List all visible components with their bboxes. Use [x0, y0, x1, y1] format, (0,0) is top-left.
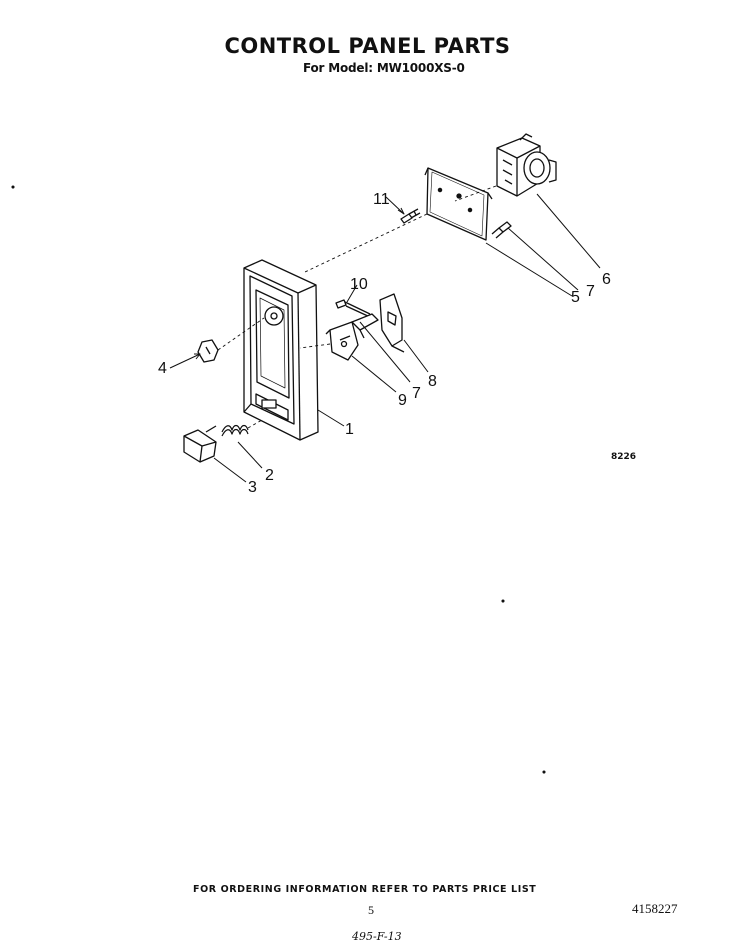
- clip-9: [325, 321, 359, 361]
- bracket-7: [351, 313, 379, 339]
- callout-2: 2: [265, 467, 274, 484]
- callout-10: 10: [350, 276, 368, 293]
- timer-part: [496, 133, 557, 197]
- callout-5: 5: [571, 289, 580, 306]
- button-3: [183, 425, 217, 463]
- callout-3: 3: [248, 479, 257, 496]
- page-title: CONTROL PANEL PARTS: [224, 34, 511, 58]
- screw-10: [335, 299, 371, 318]
- callout-9: 9: [398, 392, 407, 409]
- callout-4: 4: [158, 360, 167, 377]
- mounting-plate: [424, 167, 493, 241]
- diagram-reference-code: 8226: [611, 452, 636, 462]
- callout-11: 11: [373, 191, 390, 208]
- callout-8: 8: [428, 373, 437, 390]
- screw-5: [491, 221, 512, 239]
- screw-11: [400, 208, 421, 224]
- control-panel-frame: [243, 259, 319, 441]
- spring-2: [221, 419, 263, 437]
- handwritten-note: 495-F-13: [352, 930, 402, 943]
- page-number: 5: [368, 903, 374, 917]
- document-part-number: 4158227: [632, 901, 678, 916]
- ordering-note: FOR ORDERING INFORMATION REFER TO PARTS …: [193, 884, 537, 895]
- callout-7-upper: 7: [586, 283, 595, 300]
- model-subtitle: For Model: MW1000XS-0: [303, 61, 465, 75]
- callout-6: 6: [602, 271, 611, 288]
- callout-7-lower: 7: [412, 385, 421, 402]
- bracket-8: [379, 293, 405, 353]
- knob-4: [197, 339, 219, 363]
- callout-1: 1: [345, 421, 354, 438]
